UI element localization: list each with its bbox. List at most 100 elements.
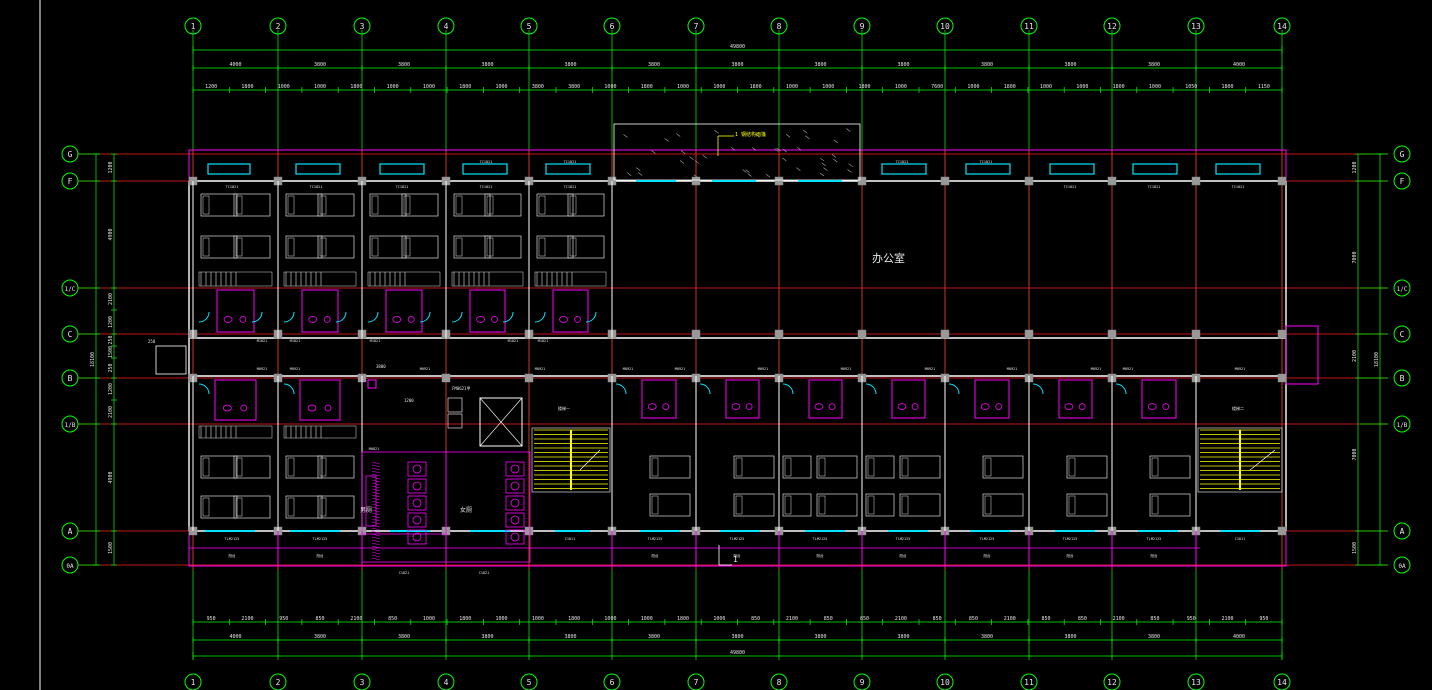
- dim-top-segments-label: 1800: [1004, 84, 1016, 90]
- bed: [318, 236, 354, 258]
- axis-bubble-label-col-13: 13: [1191, 678, 1201, 687]
- toilet: [309, 316, 317, 322]
- dim-top-bays-label: 4000: [1233, 62, 1245, 68]
- dim-bottom-segments-label: 1000: [713, 616, 725, 622]
- dim-bottom-bays-label: 3800: [981, 634, 993, 640]
- dim-left-chain-label: 250: [108, 363, 114, 372]
- structural-column: [1278, 177, 1286, 185]
- door-label: M1021: [370, 339, 381, 343]
- door-swing: [1116, 384, 1126, 394]
- bed: [537, 194, 573, 216]
- bathroom: [1142, 380, 1176, 418]
- axis-bubble-label-row-1/C: 1/C: [65, 286, 76, 293]
- dim-left-chain-label: 1200: [108, 161, 114, 173]
- dim-top-segments-label: 1800: [750, 84, 762, 90]
- structural-column: [1108, 177, 1116, 185]
- dim-top-segments-label: 1000: [496, 84, 508, 90]
- bathroom: [553, 290, 588, 332]
- balcony-label: 阳台: [817, 553, 825, 558]
- axis-bubble-label-col-1: 1: [191, 678, 196, 687]
- canopy-hatch: [651, 151, 655, 154]
- wc-hatch: [372, 552, 380, 554]
- dim-top-bays-label: 3800: [1064, 62, 1076, 68]
- sink: [325, 405, 331, 411]
- axis-bubble-label-col-2: 2: [276, 678, 281, 687]
- dim-top-segments-label: 1000: [967, 84, 979, 90]
- canopy-hatch: [786, 134, 790, 137]
- axis-bubble-label-col-5: 5: [527, 22, 532, 31]
- wardrobe: [368, 272, 440, 286]
- canopy-hatch: [846, 128, 850, 131]
- bed: [983, 494, 1023, 516]
- wc-toilet: [413, 499, 421, 507]
- dim-bottom-overall-label: 49800: [730, 650, 745, 656]
- bed-pillow: [320, 458, 326, 476]
- section-mark: 1: [733, 555, 738, 564]
- bed: [1067, 456, 1107, 478]
- dim-top-segments-label: 1000: [278, 84, 290, 90]
- wc-hatch: [372, 468, 380, 470]
- fire-door-label: FM0621甲: [452, 386, 470, 391]
- bed: [201, 496, 237, 518]
- bed: [318, 194, 354, 216]
- canopy-hatch: [796, 168, 800, 171]
- dim-bottom-segments-label: 2100: [1004, 616, 1016, 622]
- dim-left-chain-label: 4900: [108, 471, 114, 483]
- sink: [829, 404, 835, 410]
- dim-top-segments-label: 1000: [677, 84, 689, 90]
- window-label-tc: TC1821: [310, 185, 323, 189]
- canopy-hatch: [820, 173, 824, 176]
- balcony-label: 阳台: [984, 553, 992, 558]
- left-bay-box: [156, 346, 186, 374]
- sink: [492, 316, 498, 322]
- wc-hatch: [372, 543, 380, 545]
- axis-bubble-label-col-10: 10: [940, 22, 950, 31]
- male-wc-label: 男厕: [360, 507, 372, 514]
- toilet: [815, 404, 823, 410]
- toilet: [732, 404, 740, 410]
- toilet: [223, 405, 231, 411]
- dim-bottom-bays-label: 4000: [229, 634, 241, 640]
- axis-bubble-label-row-1/B: 1/B: [1397, 422, 1408, 429]
- dim-top-segments-label: 1000: [423, 84, 435, 90]
- bathroom: [892, 380, 925, 418]
- door-swing: [866, 384, 876, 394]
- axis-bubble-label-col-4: 4: [444, 678, 449, 687]
- axis-bubble-label-col-12: 12: [1107, 678, 1117, 687]
- window-label-tc: TC1821: [564, 185, 577, 189]
- dim-left-total-label: 18100: [90, 352, 96, 367]
- dim-top-overall-label: 49800: [730, 44, 745, 50]
- bed: [286, 236, 322, 258]
- window-label-tlm: TLM2125: [980, 537, 995, 541]
- structural-column: [1025, 330, 1033, 338]
- dim-top-segments-label: 1000: [1149, 84, 1161, 90]
- bed: [286, 456, 322, 478]
- sink: [746, 404, 752, 410]
- dim-top-segments-label: 1000: [314, 84, 326, 90]
- wc-toilet: [511, 516, 519, 524]
- bed: [234, 496, 270, 518]
- bathroom: [217, 290, 254, 332]
- window-label-tlm: TLM2125: [1063, 537, 1078, 541]
- bathroom: [642, 380, 676, 418]
- bed: [1150, 494, 1190, 516]
- axis-bubble-label-col-8: 8: [777, 22, 782, 31]
- bed: [370, 194, 406, 216]
- dim-bottom-segments-label: 850: [1078, 616, 1087, 622]
- structural-column: [941, 177, 949, 185]
- window-label-tc-top: TC1821: [480, 160, 493, 164]
- bed-pillow: [736, 458, 742, 476]
- window-label-c1821: C1821: [399, 571, 410, 575]
- dim-bottom-bays-label: 3800: [648, 634, 660, 640]
- dim-bottom-bays-label: 4000: [1233, 634, 1245, 640]
- axis-bubble-label-col-11: 11: [1024, 678, 1034, 687]
- wc-hatch: [372, 537, 380, 539]
- dim-bottom-segments-label: 850: [1042, 616, 1051, 622]
- dim-bottom-segments-label: 2100: [1113, 616, 1125, 622]
- stair2-arrow: [1250, 450, 1275, 470]
- bed-pillow: [985, 496, 991, 514]
- axis-bubble-label-col-2: 2: [276, 22, 281, 31]
- door-label: M0921: [1123, 367, 1134, 371]
- dim-left-chain-label: 250: [108, 335, 114, 344]
- bed-pillow: [372, 196, 378, 214]
